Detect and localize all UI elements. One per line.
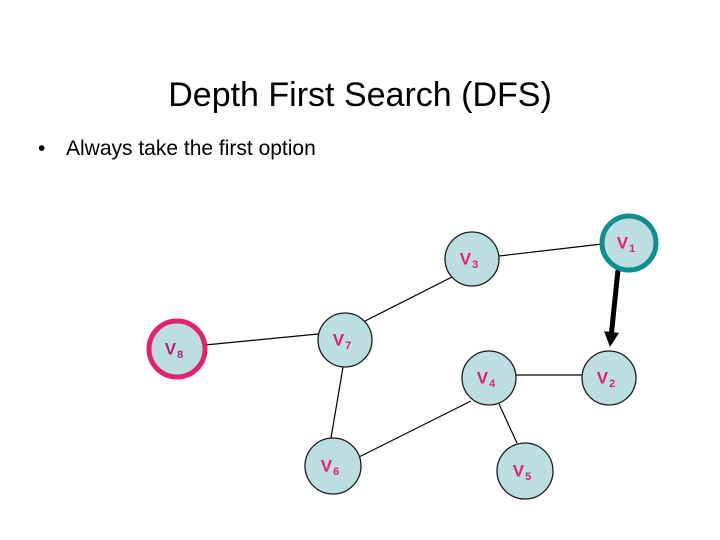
graph-node-v5[interactable]: V5 bbox=[496, 442, 554, 500]
node-label-subscript-v3: 3 bbox=[472, 259, 478, 271]
arrow-shaft bbox=[609, 269, 621, 333]
node-circle-v3[interactable] bbox=[444, 231, 500, 287]
bullet-item: • Always take the first option bbox=[34, 134, 364, 163]
bullet-list: • Always take the first option bbox=[34, 134, 364, 163]
node-circle-v6[interactable] bbox=[304, 437, 362, 495]
graph-edge-v7-v3 bbox=[364, 276, 453, 322]
node-circle-v5[interactable] bbox=[496, 442, 554, 500]
node-label-subscript-v6: 6 bbox=[333, 466, 339, 478]
node-label-subscript-v7: 7 bbox=[345, 340, 351, 352]
bullet-text: Always take the first option bbox=[66, 137, 316, 160]
graph-node-v1[interactable]: V1 bbox=[599, 213, 659, 273]
node-label-subscript-v2: 2 bbox=[609, 378, 615, 390]
graph-edge-v6-v4 bbox=[358, 400, 472, 458]
edge-layer bbox=[204, 243, 603, 458]
graph-node-v3[interactable]: V3 bbox=[444, 231, 500, 287]
page-title: Depth First Search (DFS) bbox=[168, 75, 552, 114]
node-circle-v2[interactable] bbox=[581, 350, 637, 406]
node-label-subscript-v4: 4 bbox=[489, 378, 496, 390]
node-circle-v7[interactable] bbox=[317, 312, 373, 368]
graph-edge-v3-v1 bbox=[498, 243, 603, 257]
graph-edge-v7-v6 bbox=[330, 366, 344, 439]
arrow-head-icon bbox=[604, 331, 620, 347]
node-circle-v8[interactable] bbox=[146, 318, 208, 380]
node-label-subscript-v5: 5 bbox=[525, 471, 531, 483]
bullet-marker-icon: • bbox=[38, 137, 46, 160]
graph-edge-v8-v7 bbox=[204, 333, 319, 346]
graph-node-v8[interactable]: V8 bbox=[146, 318, 208, 380]
traversal-arrow-v1-to-v2 bbox=[604, 269, 621, 347]
graph-node-v4[interactable]: V4 bbox=[461, 350, 517, 406]
graph-edge-v4-v5 bbox=[498, 403, 518, 444]
node-label-subscript-v1: 1 bbox=[629, 243, 635, 255]
graph-node-v7[interactable]: V7 bbox=[317, 312, 373, 368]
node-circle-v4[interactable] bbox=[461, 350, 517, 406]
node-label-subscript-v8: 8 bbox=[177, 349, 183, 361]
arrow-layer bbox=[604, 269, 621, 347]
graph-node-v2[interactable]: V2 bbox=[581, 350, 637, 406]
graph-node-v6[interactable]: V6 bbox=[304, 437, 362, 495]
node-circle-v1[interactable] bbox=[599, 213, 659, 273]
